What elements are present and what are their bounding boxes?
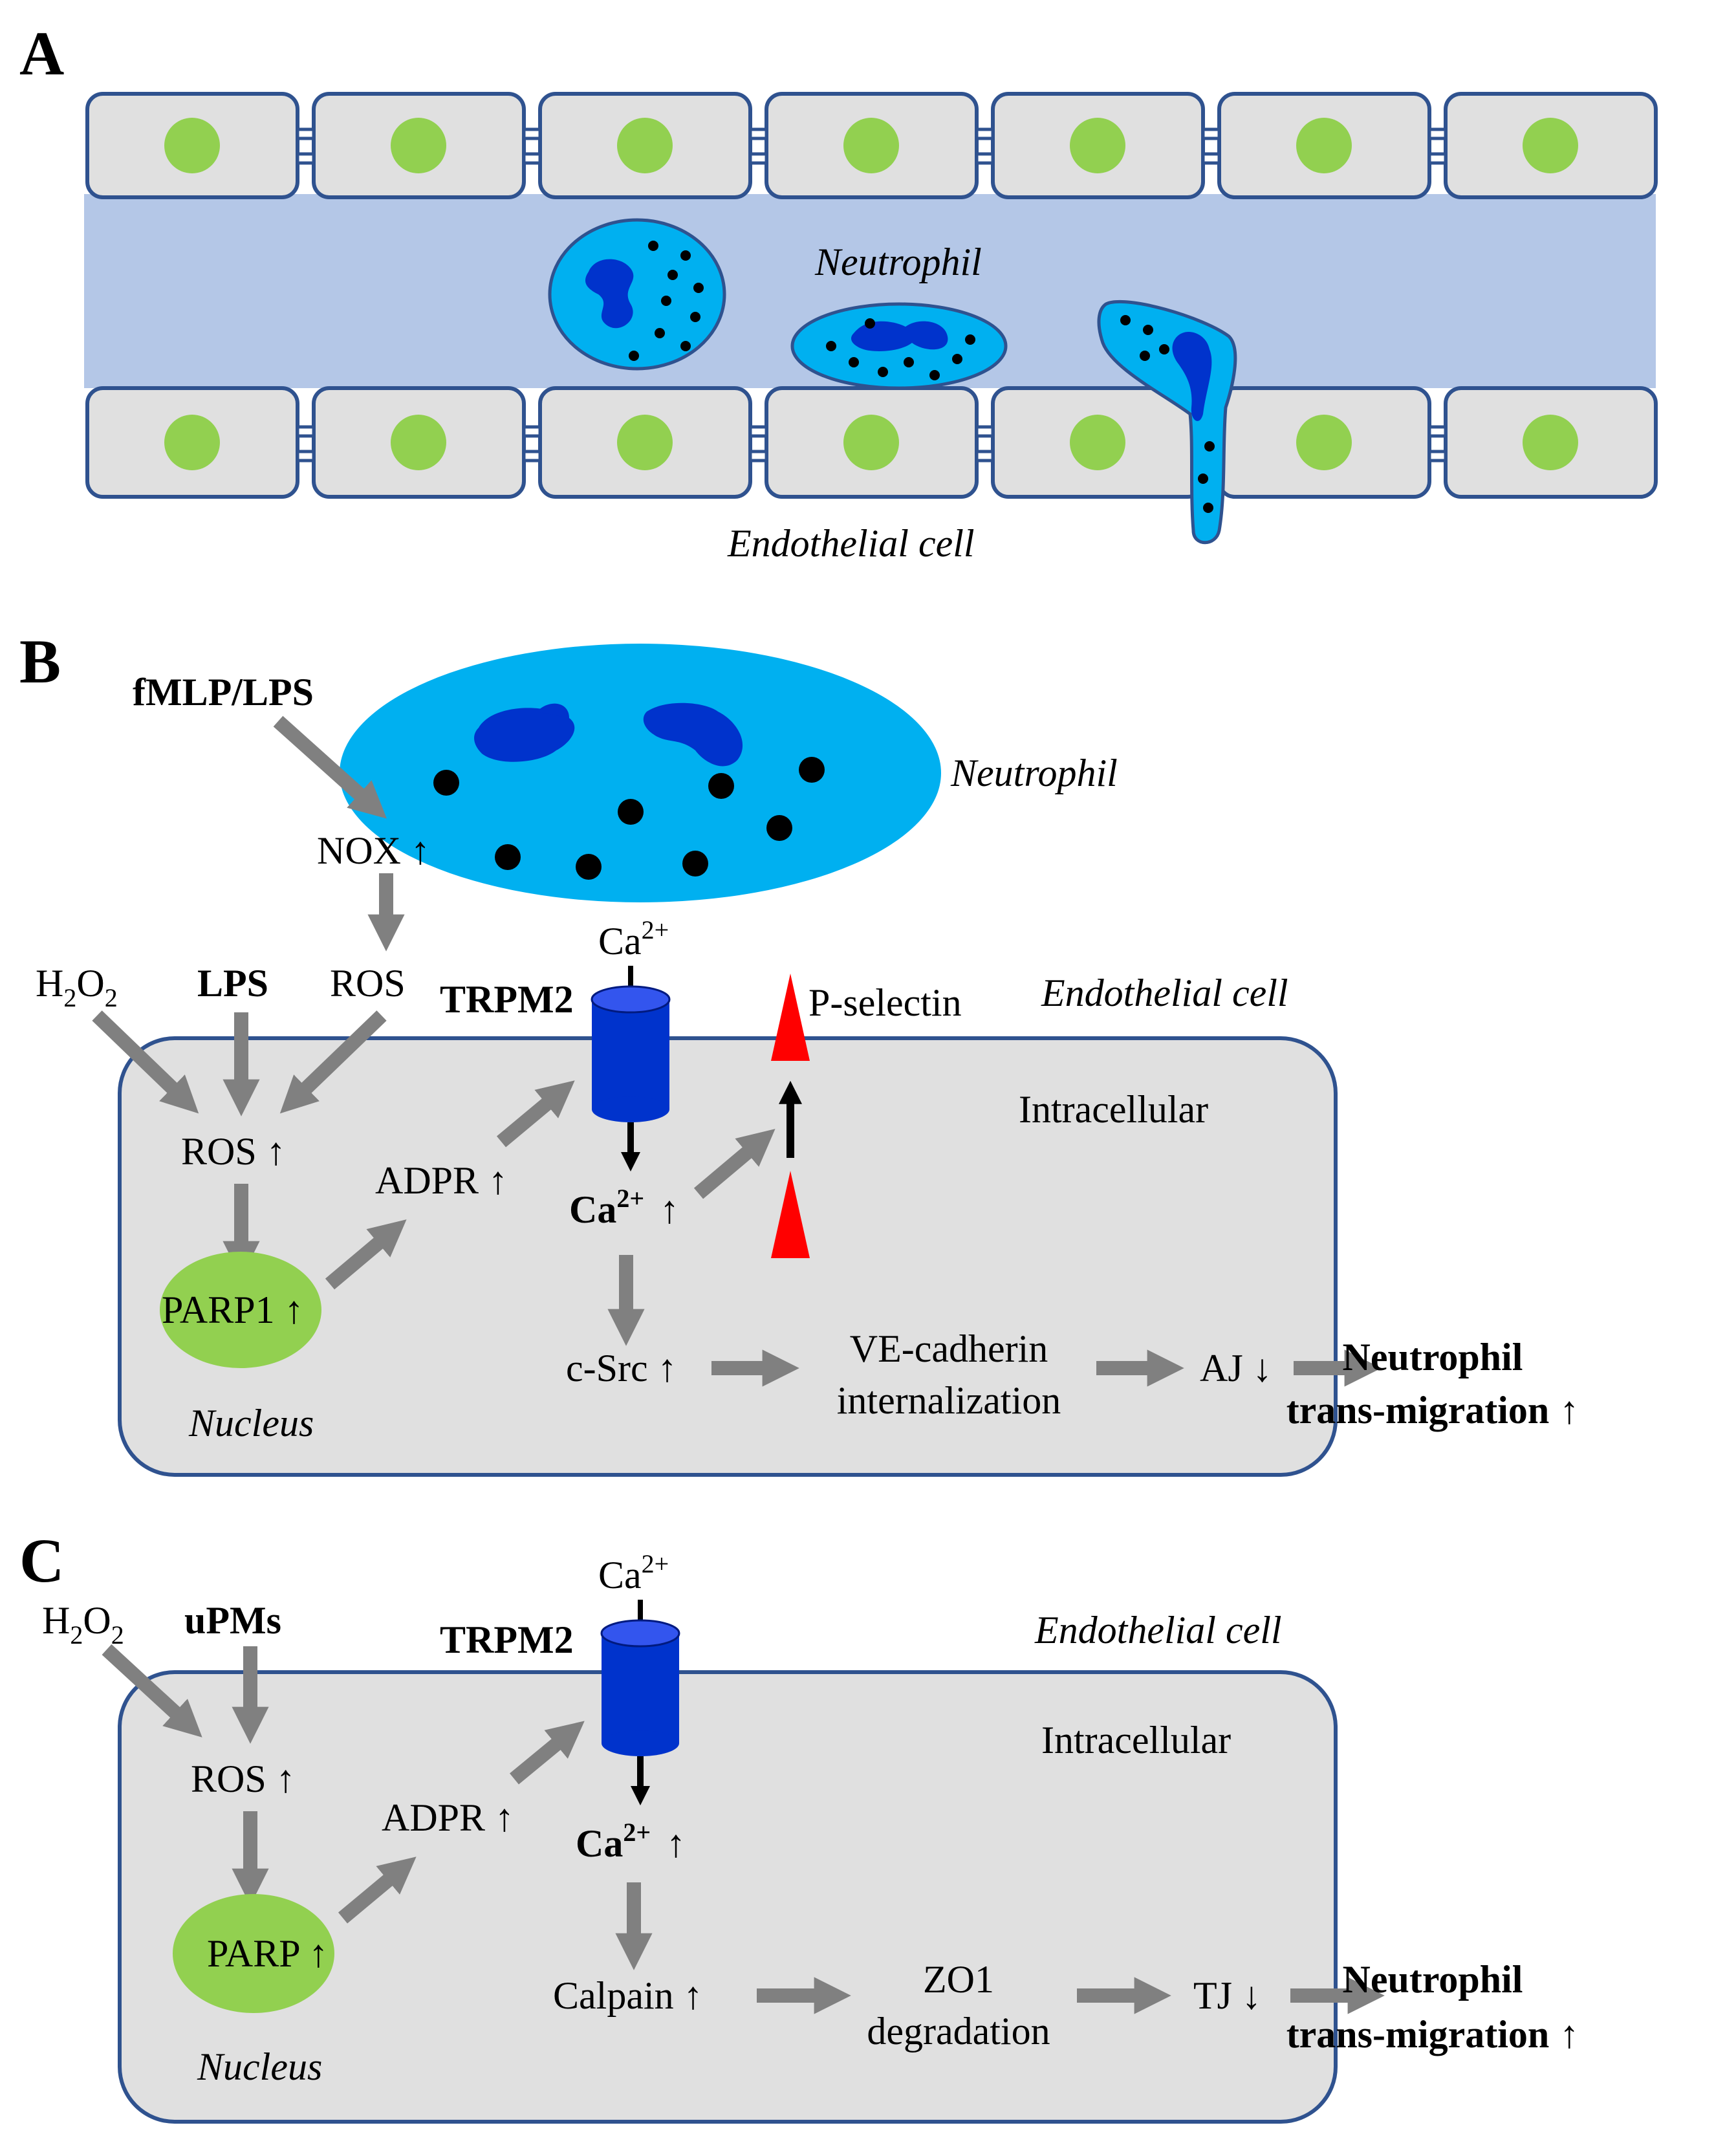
parp-label: PARP ↑ — [207, 1932, 328, 1975]
neutrophil-transmigrating — [1097, 300, 1237, 545]
endothelial-cell — [1444, 92, 1658, 199]
endothelial-cell-label: Endothelial cell — [727, 522, 975, 565]
arrow-adpr-to-trpm2 — [496, 1080, 575, 1148]
ca-outside-label: Ca2+ — [598, 915, 669, 963]
outcome-line2: trans-migration↑ — [1286, 2013, 1579, 2056]
neutrophil-label: Neutrophil — [950, 752, 1118, 794]
endothelial-cell — [85, 92, 299, 199]
endothelial-cell — [765, 386, 979, 499]
p-selectin-internal — [771, 1171, 810, 1258]
panel-b: B Neutrophil fMLP/LPS NOX ↑ H2O2 LPS ROS… — [19, 627, 1579, 1477]
arrow-fmlp-to-nox — [273, 715, 387, 819]
arrow-parp-to-adpr — [338, 1857, 417, 1924]
nucleus-shape — [160, 1252, 321, 1368]
panel-c: C H2O2 uPMs Endothelial cell Intracellul… — [19, 1526, 1579, 2124]
h2o2-label: H2O2 — [42, 1599, 124, 1650]
tj-label: TJ ↓ — [1193, 1974, 1261, 2017]
nucleus-label: Nucleus — [188, 1402, 314, 1444]
adpr-label: ADPR ↑ — [382, 1796, 514, 1839]
ca-inside-label: Ca2+↑ — [576, 1818, 686, 1865]
panel-label-a: A — [19, 19, 64, 88]
endothelial-cells-bottom — [85, 386, 1658, 499]
neutrophil-large — [340, 644, 941, 902]
outcome-line1: Neutrophil — [1343, 1958, 1523, 2001]
zo1-label: ZO1 — [923, 1958, 994, 2001]
nucleus-shape — [173, 1894, 334, 2013]
fmlp-lps-label: fMLP/LPS — [133, 671, 314, 713]
endothelial-cell — [765, 92, 979, 199]
upms-label: uPMs — [184, 1599, 281, 1642]
ros-up-label: ROS ↑ — [191, 1758, 296, 1800]
csrc-label: c-Src ↑ — [566, 1347, 677, 1389]
panel-label-b: B — [19, 627, 61, 696]
endothelial-cell-label: Endothelial cell — [1041, 972, 1288, 1014]
trpm2-channel — [600, 1619, 680, 1756]
trpm2-label: TRPM2 — [440, 978, 574, 1021]
ros-input-label: ROS — [330, 962, 406, 1005]
neutrophil-flattened — [790, 302, 1008, 390]
endothelial-cell — [1217, 386, 1431, 499]
endothelial-cell — [991, 386, 1205, 499]
panel-a: A — [19, 19, 1658, 565]
parp1-label: PARP1 ↑ — [162, 1289, 304, 1331]
panel-label-c: C — [19, 1526, 64, 1595]
ca-inside-label: Ca2+↑ — [569, 1184, 679, 1231]
trpm2-channel — [591, 985, 671, 1122]
endothelial-cell — [1444, 386, 1658, 499]
ve-cadherin-label: VE-cadherin — [850, 1327, 1048, 1370]
neutrophil-round — [548, 218, 726, 371]
arrow-ca-to-pselectin — [693, 1129, 776, 1199]
intracellular-label: Intracellular — [1019, 1088, 1208, 1131]
adpr-label: ADPR ↑ — [375, 1159, 508, 1202]
arrow-h2o2-to-ros — [92, 1010, 199, 1114]
nox-label: NOX ↑ — [317, 829, 430, 872]
neutrophil-label: Neutrophil — [814, 241, 982, 283]
endothelial-cell — [85, 386, 299, 499]
endothelial-cell — [991, 92, 1205, 199]
arrow-parp-to-adpr — [325, 1219, 407, 1290]
ca-outside-label: Ca2+ — [598, 1549, 669, 1596]
endothelial-cell — [538, 386, 752, 499]
arrow-adpr-to-trpm2 — [510, 1721, 585, 1785]
trpm2-label: TRPM2 — [440, 1618, 574, 1661]
endothelial-cell — [538, 92, 752, 199]
p-selectin-label: P-selectin — [808, 981, 962, 1024]
intracellular-label: Intracellular — [1041, 1719, 1231, 1761]
degradation-label: degradation — [867, 2010, 1050, 2053]
endothelial-cells-top — [85, 92, 1658, 199]
arrow-h2o2-to-ros — [102, 1644, 202, 1737]
outcome-line2: trans-migration↑ — [1286, 1389, 1579, 1432]
aj-label: AJ ↓ — [1200, 1347, 1272, 1389]
arrow-ros-to-ros — [279, 1010, 387, 1114]
endothelial-cell-label: Endothelial cell — [1034, 1609, 1282, 1651]
endothelial-cell — [1217, 92, 1431, 199]
ros-up-label: ROS ↑ — [181, 1130, 286, 1173]
endothelial-cell-box — [118, 1670, 1338, 2124]
calpain-label: Calpain ↑ — [553, 1974, 703, 2017]
p-selectin-surface — [771, 974, 810, 1061]
nucleus-label: Nucleus — [197, 2045, 322, 2088]
endothelial-cell-box — [118, 1036, 1338, 1477]
endothelial-cell — [312, 92, 526, 199]
internalization-label: internalization — [837, 1379, 1061, 1422]
endothelial-cell — [312, 386, 526, 499]
lps-label: LPS — [197, 962, 268, 1005]
outcome-line1: Neutrophil — [1343, 1336, 1523, 1378]
h2o2-label: H2O2 — [36, 962, 118, 1012]
